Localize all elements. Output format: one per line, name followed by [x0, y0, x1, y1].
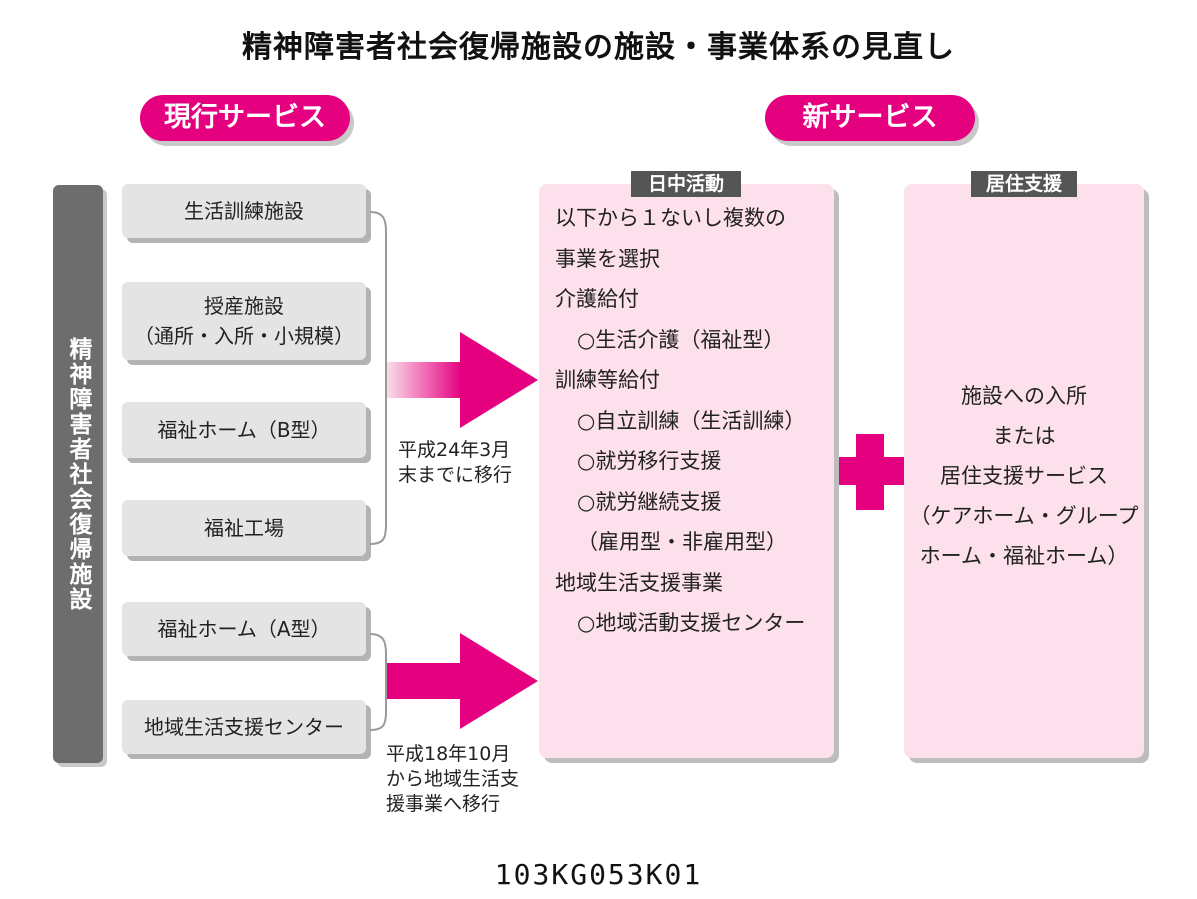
daytime-line: 地域生活支援事業: [555, 570, 723, 595]
residence-support-tag: 居住支援: [971, 171, 1077, 197]
page-title: 精神障害者社会復帰施設の施設・事業体系の見直し: [242, 30, 955, 65]
residence-support-box: [904, 184, 1144, 758]
current-box-label: 生活訓練施設: [184, 199, 304, 223]
residence-line: または: [992, 424, 1056, 448]
current-box-life-training: 生活訓練施設: [122, 184, 366, 238]
note-line: から地域生活支: [386, 768, 520, 790]
lower-transition-note: 平成18年10月 から地域生活支 援事業へ移行: [386, 742, 519, 817]
residence-line: （ケアホーム・グループ: [909, 504, 1139, 528]
new-service-label: 新サービス: [765, 95, 975, 141]
current-box-welfare-home-a: 福祉ホーム（A型）: [122, 602, 366, 656]
current-box-label: 福祉ホーム（B型）: [157, 418, 331, 442]
daytime-line: ○地域活動支援センター: [577, 611, 806, 635]
current-box-label: 地域生活支援センター: [144, 715, 344, 739]
current-box-welfare-factory: 福祉工場: [122, 500, 366, 556]
current-box-welfare-home-b: 福祉ホーム（B型）: [122, 402, 366, 458]
lower-arrow-icon: [387, 633, 538, 729]
daytime-line: ○就労継続支援: [577, 489, 722, 514]
residence-line: ホーム・福祉ホーム）: [919, 544, 1129, 568]
current-box-label: 福祉ホーム（A型）: [157, 617, 331, 641]
upper-arrow-icon: [387, 332, 538, 428]
daytime-line: ○生活介護（福祉型）: [577, 327, 785, 352]
current-service-label: 現行サービス: [140, 95, 350, 141]
note-line: 末までに移行: [398, 464, 513, 486]
current-box-community-support-center: 地域生活支援センター: [122, 700, 366, 754]
daytime-line: 訓練等給付: [555, 368, 660, 392]
daytime-line: 事業を選択: [555, 246, 660, 271]
upper-transition-note: 平成24年3月 末までに移行: [398, 438, 512, 488]
note-line: 平成18年10月: [386, 743, 511, 765]
daytime-line: 介護給付: [555, 287, 639, 311]
current-box-sheltered-workshop: 授産施設 （通所・入所・小規模）: [122, 282, 366, 360]
figure-code: 103KG053K01: [494, 858, 703, 891]
current-box-sublabel: （通所・入所・小規模）: [134, 324, 354, 348]
daytime-line: ○自立訓練（生活訓練）: [577, 408, 806, 433]
current-box-label: 授産施設: [204, 294, 284, 318]
daytime-activity-tag: 日中活動: [631, 171, 741, 197]
daytime-activity-list: 以下から１ないし複数の 事業を選択 介護給付 ○生活介護（福祉型） 訓練等給付 …: [555, 198, 805, 644]
daytime-line: 以下から１ないし複数の: [555, 206, 786, 230]
residence-line: 居住支援サービス: [940, 464, 1108, 488]
daytime-line: （雇用型・非雇用型）: [577, 530, 787, 554]
residence-support-text: 施設への入所 または 居住支援サービス （ケアホーム・グループ ホーム・福祉ホー…: [904, 376, 1144, 576]
facilities-vertical-bar: 精神障害者社会復帰施設: [53, 185, 103, 763]
lower-bracket: [369, 633, 387, 731]
daytime-activity-box: [539, 184, 834, 758]
daytime-line: ○就労移行支援: [577, 449, 722, 473]
residence-line: 施設への入所: [961, 384, 1087, 408]
note-line: 平成24年3月: [398, 439, 511, 461]
plus-icon: [836, 434, 904, 510]
current-box-label: 福祉工場: [204, 516, 284, 540]
facilities-vertical-label: 精神障害者社会復帰施設: [65, 336, 91, 612]
note-line: 援事業へ移行: [386, 793, 501, 815]
upper-bracket: [369, 211, 387, 545]
